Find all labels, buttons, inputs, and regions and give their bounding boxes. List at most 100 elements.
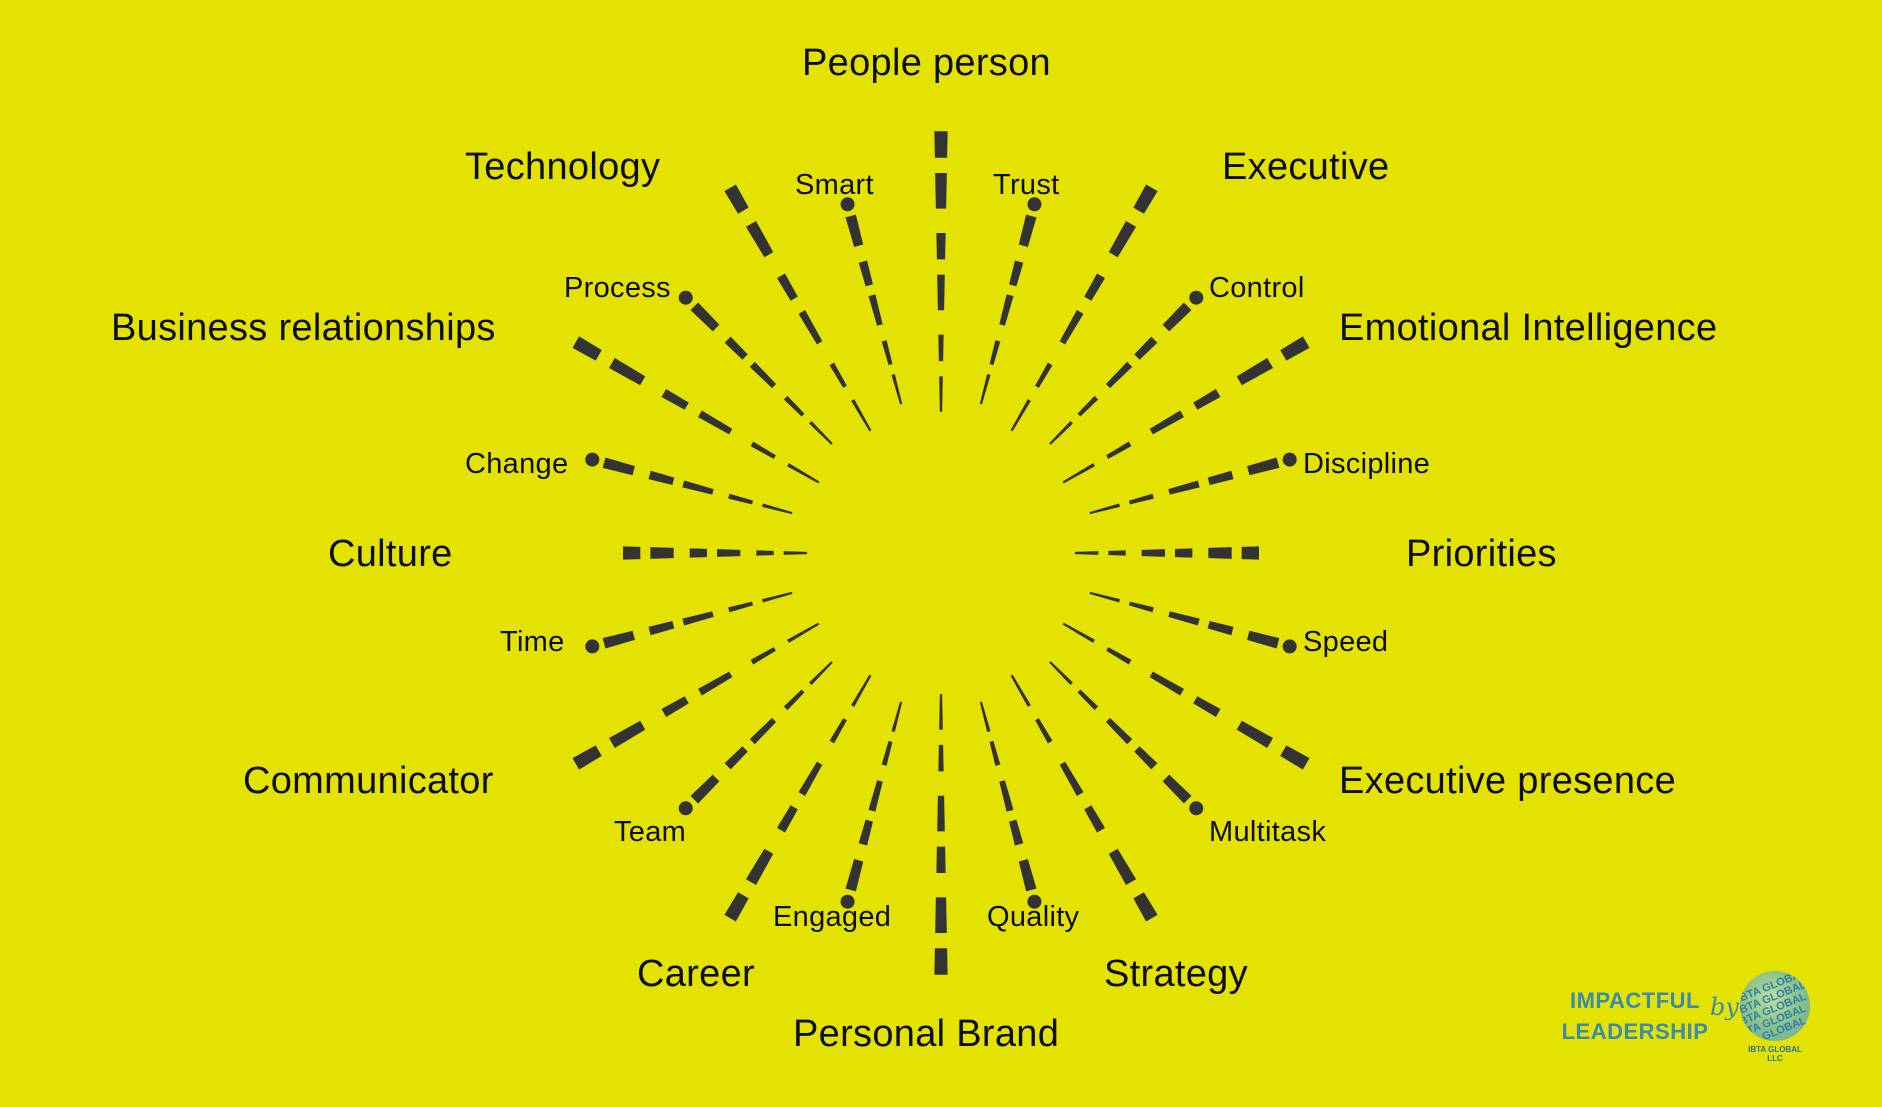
ray-segment bbox=[851, 399, 872, 432]
ray-tip bbox=[1189, 290, 1204, 305]
ray-tip bbox=[678, 801, 693, 816]
ray-segment bbox=[891, 701, 903, 733]
ray-segment bbox=[787, 463, 820, 484]
ray-business-relationships bbox=[572, 336, 820, 484]
ray-segment bbox=[868, 294, 883, 326]
ray-segment bbox=[1010, 399, 1031, 432]
label-executive-presence: Executive presence bbox=[1339, 760, 1677, 802]
ray-segment bbox=[750, 441, 776, 459]
ray-segment bbox=[939, 694, 943, 730]
ray-segment bbox=[648, 470, 675, 485]
ray-tip bbox=[840, 894, 855, 909]
ray-segment bbox=[939, 376, 943, 412]
ray-segment bbox=[698, 671, 733, 696]
ray-segment bbox=[1128, 493, 1154, 505]
ray-speed bbox=[1089, 591, 1297, 654]
ray-quality bbox=[979, 701, 1042, 909]
ray-time bbox=[585, 591, 793, 654]
ray-segment bbox=[1049, 421, 1073, 445]
label-communicator: Communicator bbox=[243, 760, 494, 802]
ray-tip bbox=[585, 452, 600, 467]
ray-segment bbox=[938, 744, 944, 772]
ray-segment bbox=[1193, 696, 1221, 718]
ray-segment bbox=[845, 214, 864, 247]
ray-segment bbox=[1162, 302, 1192, 332]
label-team: Team bbox=[614, 816, 687, 848]
label-executive: Executive bbox=[1222, 146, 1390, 188]
ray-segment bbox=[1247, 457, 1280, 476]
ray-segment bbox=[745, 220, 774, 258]
ray-segment bbox=[936, 846, 946, 874]
ray-segment bbox=[761, 591, 793, 603]
ray-career bbox=[724, 674, 872, 922]
logo-by-text: by bbox=[1710, 993, 1739, 1021]
ray-segment bbox=[749, 361, 777, 389]
ray-segment bbox=[935, 897, 947, 934]
label-smart: Smart bbox=[795, 169, 874, 201]
label-personal-brand: Personal Brand bbox=[793, 1013, 1060, 1055]
ray-segment bbox=[776, 273, 798, 301]
ray-segment bbox=[999, 294, 1014, 326]
label-culture: Culture bbox=[328, 533, 453, 575]
starburst-rays bbox=[572, 131, 1310, 975]
ray-segment bbox=[690, 302, 720, 332]
ray-segment bbox=[761, 503, 793, 515]
ray-segment bbox=[979, 701, 991, 733]
ray-segment bbox=[999, 780, 1014, 812]
ray-discipline bbox=[1089, 452, 1297, 515]
ray-segment bbox=[934, 131, 948, 158]
ray-segment bbox=[829, 718, 847, 744]
ray-segment bbox=[845, 859, 864, 892]
ray-segment bbox=[689, 548, 707, 558]
ray-segment bbox=[935, 172, 947, 209]
ray-segment bbox=[1077, 395, 1099, 417]
ray-process bbox=[678, 290, 833, 445]
ray-segment bbox=[783, 689, 805, 711]
ray-segment bbox=[717, 549, 741, 557]
ray-tip bbox=[585, 639, 600, 654]
ray-segment bbox=[728, 601, 754, 613]
ray-segment bbox=[776, 805, 798, 833]
ray-technology bbox=[724, 184, 872, 432]
ray-segment bbox=[623, 546, 641, 560]
ray-change bbox=[585, 452, 793, 515]
ray-segment bbox=[1134, 336, 1158, 360]
label-business-relationships: Business relationships bbox=[111, 307, 496, 349]
ray-communicator bbox=[572, 622, 820, 770]
ray-segment bbox=[1105, 717, 1133, 745]
ray-segment bbox=[809, 421, 833, 445]
ray-segment bbox=[1062, 622, 1095, 643]
ray-segment bbox=[724, 892, 749, 922]
ray-segment bbox=[829, 362, 847, 388]
ray-segment bbox=[798, 310, 823, 345]
ibta-global-seal-icon: IBTA GLOBAL IBTA GLOBAL IBTA GLOBAL IBTA… bbox=[1740, 971, 1810, 1041]
label-strategy: Strategy bbox=[1104, 953, 1248, 995]
ray-segment bbox=[937, 274, 945, 311]
ray-segment bbox=[724, 336, 748, 360]
ray-segment bbox=[1207, 470, 1234, 485]
ray-segment bbox=[1247, 630, 1280, 649]
ray-segment bbox=[1108, 848, 1137, 886]
ray-segment bbox=[1035, 362, 1053, 388]
label-process: Process bbox=[564, 272, 671, 304]
label-emotional-intelligence: Emotional Intelligence bbox=[1339, 307, 1718, 349]
ray-segment bbox=[858, 819, 873, 846]
ray-segment bbox=[1280, 745, 1310, 770]
ray-executive-presence bbox=[1062, 622, 1310, 770]
logo-line-1: IMPACTFUL bbox=[1570, 988, 1700, 1013]
ray-segment bbox=[749, 717, 777, 745]
ray-segment bbox=[989, 340, 1001, 366]
ray-engaged bbox=[840, 701, 903, 909]
ray-segment bbox=[936, 232, 946, 260]
ray-segment bbox=[934, 948, 948, 975]
ray-segment bbox=[608, 357, 646, 386]
ray-segment bbox=[1133, 184, 1158, 214]
ray-segment bbox=[1035, 718, 1053, 744]
ray-segment bbox=[1089, 503, 1121, 515]
ray-segment bbox=[1134, 746, 1158, 770]
ray-multitask bbox=[1049, 661, 1204, 816]
ray-smart bbox=[840, 197, 903, 405]
ray-segment bbox=[1018, 214, 1037, 247]
label-control: Control bbox=[1209, 272, 1305, 304]
